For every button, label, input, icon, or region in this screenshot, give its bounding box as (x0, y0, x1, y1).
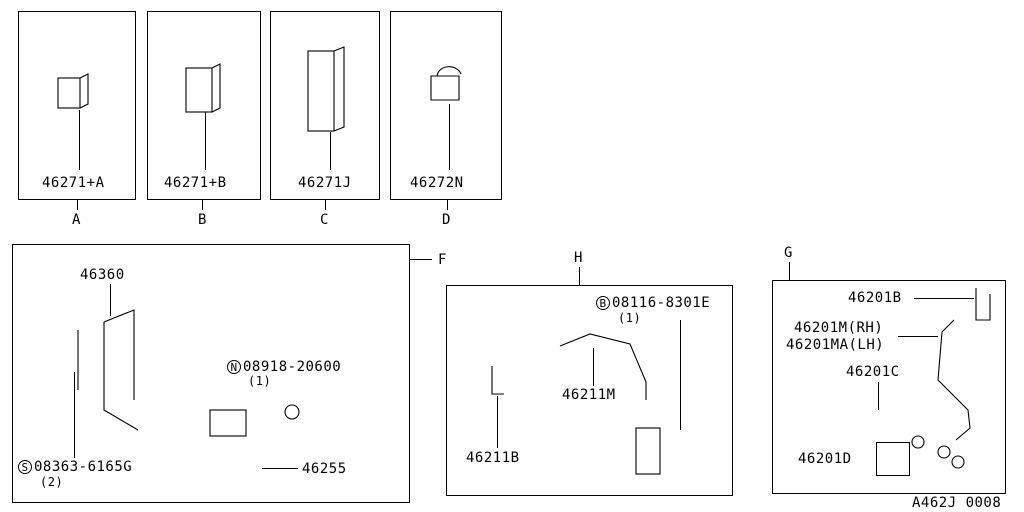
part-number-c: 46271J (298, 175, 352, 191)
panel-letter-f: F (438, 252, 447, 268)
clip-c-illustration (307, 46, 345, 132)
tick-f (410, 259, 432, 260)
leader-hose-g (898, 336, 938, 337)
leader-c (330, 132, 331, 170)
panel-b (147, 11, 261, 200)
hose-h-part-number: 46211M (562, 387, 616, 403)
screw-part-number: 08363-6165G (34, 459, 133, 475)
panel-letter-h: H (574, 250, 583, 266)
screw-symbol: S (18, 460, 32, 474)
panel-letter-d: D (442, 212, 451, 228)
panel-h (446, 285, 733, 496)
bolt-h-part-number: 08116-8301E (612, 295, 711, 311)
nut-part-number: 08918-20600 (243, 359, 342, 375)
nut-symbol: N (227, 360, 241, 374)
nut-quantity: (1) (248, 374, 272, 388)
leader-bracket (110, 284, 111, 316)
panel-letter-c: C (320, 212, 329, 228)
tick-d (447, 200, 448, 210)
diagram-code: A462J 0008 (912, 495, 1002, 511)
screw-quantity: (2) (40, 475, 64, 489)
leader-clip-g (914, 298, 974, 299)
leader-clip-f (262, 468, 298, 469)
panel-letter-g: G (784, 245, 793, 261)
panel-a (18, 11, 136, 200)
clip-h-part-number: 46211B (466, 450, 520, 466)
tick-c (325, 200, 326, 210)
leader-a (79, 110, 80, 170)
part-number-b: 46271+B (164, 175, 227, 191)
leader-screw (74, 372, 75, 458)
tick-g (789, 262, 790, 280)
hose-g-lh-part-number: 46201MA(LH) (786, 337, 885, 353)
panel-letter-b: B (198, 212, 207, 228)
tick-a (77, 200, 78, 210)
tick-h (579, 267, 580, 285)
leader-bolt-g (878, 382, 879, 410)
clip-a-illustration (57, 73, 89, 109)
tick-b (202, 200, 203, 210)
washer-g-part-number: 46201D (798, 451, 852, 467)
bolt-g-part-number: 46201C (846, 364, 900, 380)
clip-part-number: 46255 (302, 461, 347, 477)
panel-d (390, 11, 502, 200)
leader-hose-h (593, 348, 594, 386)
bracket-f-illustration (77, 309, 300, 437)
hose-g-illustration (911, 288, 991, 469)
leader-bolt-h (680, 320, 681, 430)
panel-f (12, 244, 410, 503)
part-number-d: 46272N (410, 175, 464, 191)
panel-g (772, 280, 1006, 494)
leader-clip-h (497, 396, 498, 448)
bracket-part-number: 46360 (80, 267, 125, 283)
leader-d (449, 104, 450, 170)
panel-c (270, 11, 380, 200)
bolt-h-quantity: (1) (618, 311, 642, 325)
part-number-a: 46271+A (42, 175, 105, 191)
panel-letter-a: A (72, 212, 81, 228)
hose-g-rh-part-number: 46201M(RH) (794, 320, 884, 336)
hose-h-illustration (491, 333, 661, 475)
leader-b (205, 112, 206, 170)
clip-d-illustration (430, 66, 462, 101)
bolt-h-symbol: B (596, 296, 610, 310)
clip-b-illustration (185, 63, 221, 113)
clip-g-part-number: 46201B (848, 290, 902, 306)
washer-bracket-g (876, 442, 910, 476)
